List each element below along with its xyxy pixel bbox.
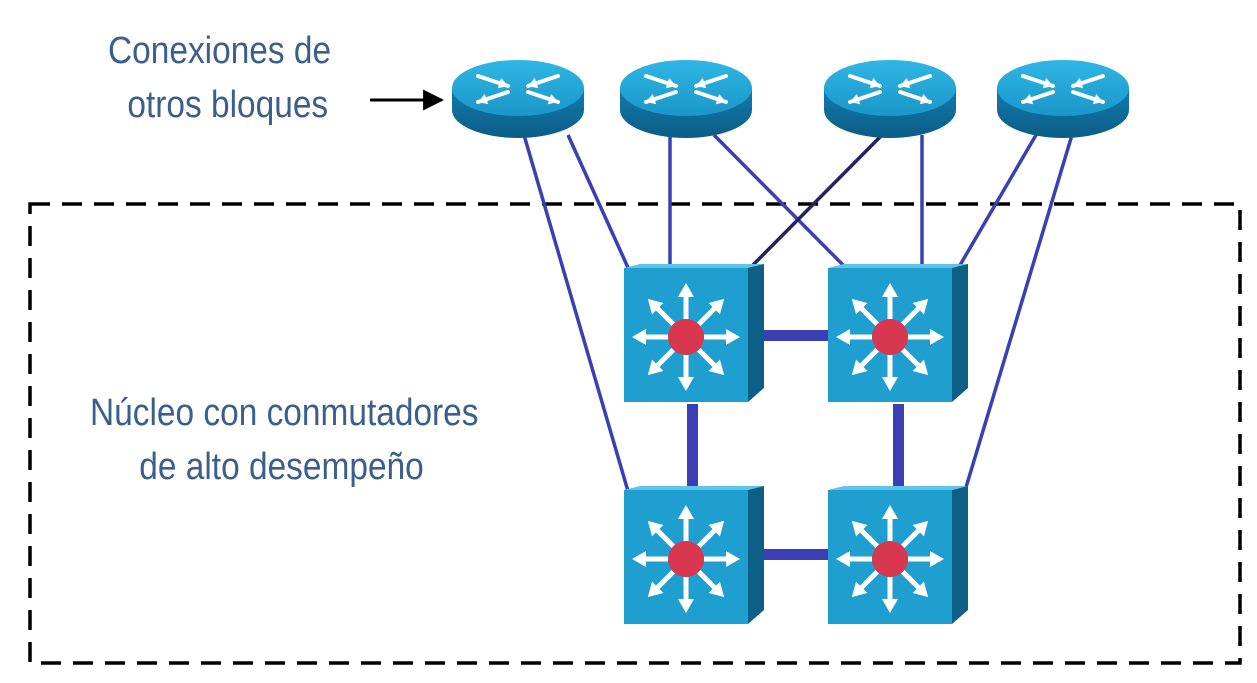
core-label-line-2: de alto desempeño (139, 446, 424, 488)
router-4 (997, 60, 1129, 138)
switch-center-dot (872, 319, 908, 355)
link-bottom-horizontal (764, 549, 828, 560)
link-left-vertical (687, 404, 698, 492)
switch-center-dot (668, 541, 704, 577)
link-r1-sw-bottom-left (522, 134, 632, 499)
core-boundary (28, 202, 1242, 665)
core-label-line-1: Núcleo con conmutadores (90, 392, 479, 434)
switch-group (624, 264, 968, 624)
switch-bottom-left (624, 486, 764, 624)
router-arrows-icon (644, 74, 728, 105)
multilayer-arrows-icon (632, 505, 740, 613)
core-switches-label: Núcleo con conmutadores de alto desempeñ… (90, 386, 479, 494)
router-arrows-icon (1021, 74, 1105, 105)
external-label-line-1: Conexiones de (108, 30, 332, 72)
router-arrows-icon (848, 74, 932, 105)
router-3 (824, 60, 956, 138)
link-r3-sw-top-left (744, 133, 884, 274)
router-1 (452, 60, 584, 138)
link-right-vertical (893, 404, 904, 492)
router-links (522, 133, 1074, 499)
link-top-horizontal (764, 330, 828, 341)
external-label-line-2: otros bloques (127, 84, 329, 126)
router-2 (620, 60, 752, 138)
router-arrows-icon (476, 74, 560, 105)
link-r4-sw-bottom-right (962, 134, 1074, 495)
switch-top-left (624, 264, 764, 402)
switch-top-right (828, 264, 968, 402)
multilayer-arrows-icon (836, 505, 944, 613)
link-r2-sw-top-right (712, 133, 852, 274)
switch-center-dot (872, 541, 908, 577)
core-links (687, 330, 904, 560)
router-group (452, 60, 1129, 138)
link-r1-sw-top-left (566, 134, 632, 273)
switch-center-dot (668, 319, 704, 355)
external-connections-label: Conexiones de otros bloques (108, 24, 331, 132)
switch-bottom-right (828, 486, 968, 624)
link-r4-sw-top-right (954, 134, 1038, 273)
multilayer-arrows-icon (632, 283, 740, 391)
multilayer-arrows-icon (836, 283, 944, 391)
